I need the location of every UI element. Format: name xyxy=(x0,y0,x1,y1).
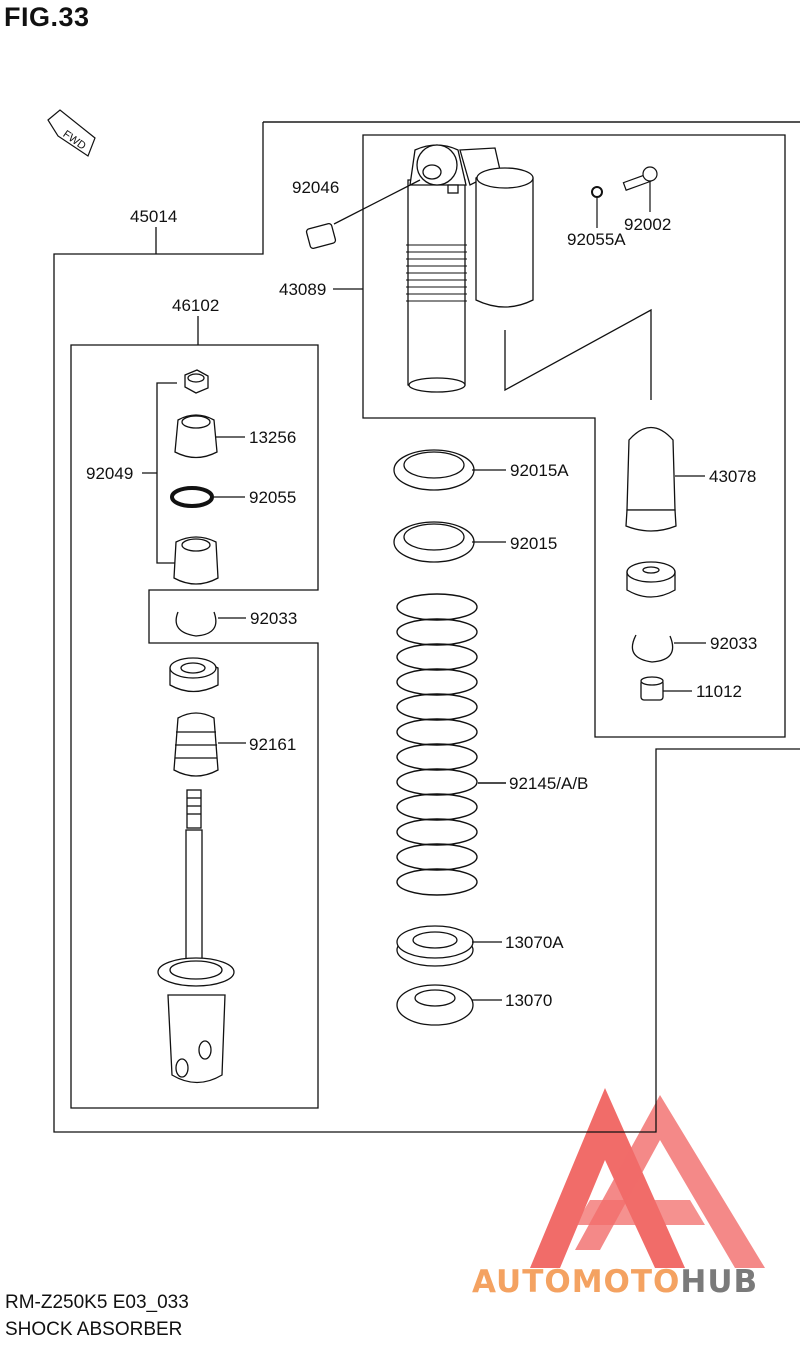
spring-seat-13070A xyxy=(396,925,502,967)
label-92145: 92145/A/B xyxy=(509,774,588,793)
label-92033-left: 92033 xyxy=(250,609,297,628)
label-92015A: 92015A xyxy=(510,461,569,480)
nut-92015 xyxy=(393,521,506,563)
bushing-92049b xyxy=(173,536,219,585)
spring-seat-13070 xyxy=(396,984,502,1026)
assembly-outline-46102 xyxy=(70,344,319,1109)
circlip-92033-left xyxy=(175,611,246,637)
label-92015: 92015 xyxy=(510,534,557,553)
label-92161: 92161 xyxy=(249,735,296,754)
nut-92015A xyxy=(393,449,506,491)
label-92055A: 92055A xyxy=(567,230,626,249)
reservoir-cap xyxy=(626,561,676,598)
figure-title: FIG.33 xyxy=(4,2,90,32)
label-46102: 46102 xyxy=(172,296,219,315)
fwd-arrow-icon: FWD xyxy=(47,109,96,157)
o-ring-92055A xyxy=(591,186,603,198)
label-43089: 43089 xyxy=(279,280,326,299)
assembly-outline-45014 xyxy=(53,121,800,1133)
bumper-92161 xyxy=(173,712,246,777)
bushing-92046 xyxy=(305,179,421,249)
label-92055: 92055 xyxy=(249,488,296,507)
bushing-13256 xyxy=(174,414,245,459)
label-92046: 92046 xyxy=(292,178,339,197)
shock-body-43089 xyxy=(406,144,501,393)
model-code: RM-Z250K5 E03_033 xyxy=(5,1292,189,1313)
watermark-text: AUTOMOTOHUB xyxy=(472,1264,758,1300)
piston-rod xyxy=(157,789,235,1084)
bearing-11012 xyxy=(640,676,692,701)
label-92002: 92002 xyxy=(624,215,671,234)
label-13070A: 13070A xyxy=(505,933,564,952)
label-11012: 11012 xyxy=(696,682,742,701)
label-13256: 13256 xyxy=(249,428,296,447)
washer-upper xyxy=(169,657,219,693)
o-ring-92055 xyxy=(170,486,245,508)
reservoir xyxy=(475,167,534,308)
assembly-outline-43089 xyxy=(362,134,786,738)
circlip-92033-right xyxy=(631,634,706,663)
watermark-logo xyxy=(530,1088,765,1268)
figure-name: SHOCK ABSORBER xyxy=(5,1319,183,1340)
label-45014: 45014 xyxy=(130,207,177,226)
bolt-92002 xyxy=(622,166,658,212)
nut-92049 xyxy=(184,369,209,394)
bladder-43078 xyxy=(625,426,705,532)
spring-92145 xyxy=(396,593,506,896)
label-13070: 13070 xyxy=(505,991,552,1010)
label-92033-right: 92033 xyxy=(710,634,757,653)
label-43078: 43078 xyxy=(709,467,756,486)
label-92049: 92049 xyxy=(86,464,133,483)
